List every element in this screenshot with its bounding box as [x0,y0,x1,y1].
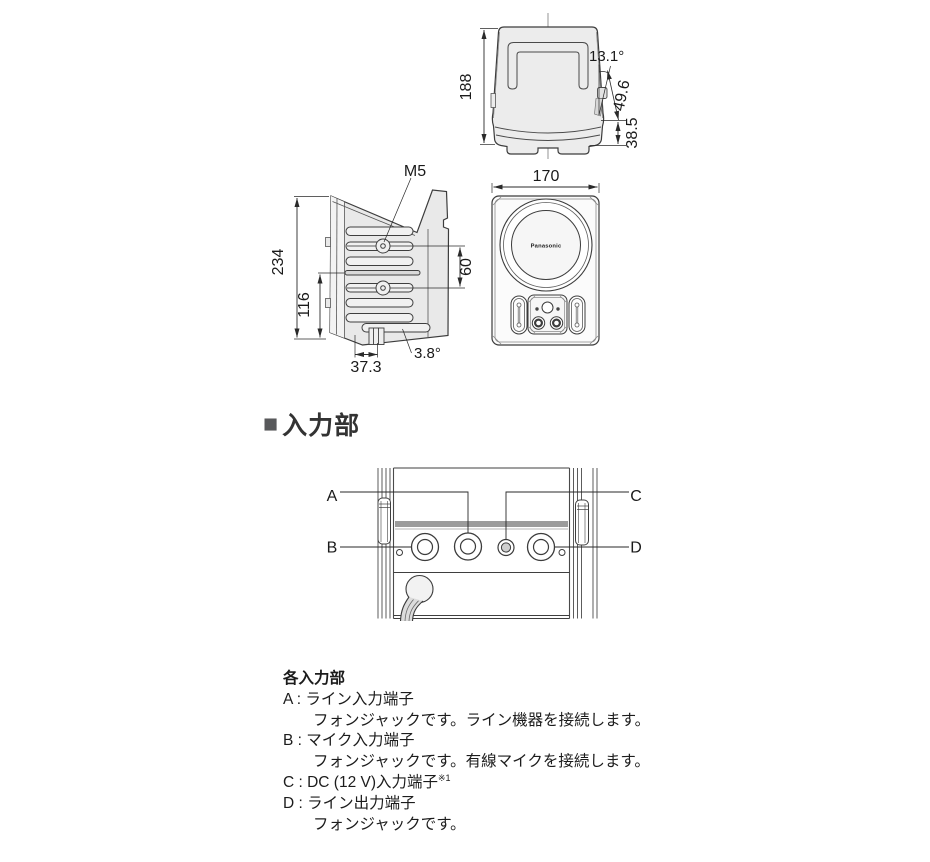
edge-clip [325,298,331,308]
desc-line-d: D : ライン出力端子 [283,794,416,812]
input-panel-drawing: A B C D [327,467,642,622]
bottom-tab [368,327,385,345]
screw-hole [396,549,403,556]
indicator-dot [535,307,539,311]
dim-37-3-lines [354,335,378,358]
dim-13-1: 13.1° [589,48,624,65]
dim-188-lines [480,28,498,145]
m5-screws [375,238,391,296]
m5-leader [383,177,412,243]
corner-chamfers [492,196,599,345]
jack-d [526,532,556,562]
footnote-ref: ※1 [438,772,451,783]
leader-lines [340,491,629,548]
rail-clips [377,497,589,546]
section-title: 入力部 [282,412,361,440]
dim-49-6: 49.6 [611,78,634,112]
dim-116: 116 [296,292,313,318]
panel-edges [393,467,570,620]
input-descriptions: 各入力部 A : ライン入力端子 フォンジャックです。ライン機器を接続します。 … [283,669,713,835]
top-view-drawing: 188 13.1° 49.6 38.5 [458,13,641,159]
angle-3-8-leader [402,328,412,354]
port-left [510,295,528,335]
dim-38-5: 38.5 [624,117,641,148]
left-rail [377,468,395,619]
label-jack-c: C [630,488,642,505]
brand-logo: Panasonic [531,244,562,250]
front-baffle [330,196,345,338]
panel-gray-bar [395,521,568,527]
label-jack-a: A [327,488,338,505]
dim-38-5-lines [589,120,626,146]
bracket-top [507,42,589,90]
power-cable [399,574,434,622]
side-tab [490,93,496,108]
dim-60: 60 [458,258,475,276]
dim-188: 188 [458,74,475,101]
section-marker-icon: ■ [263,409,280,438]
cooling-fins [344,226,431,333]
section-header: ■ 入力部 [263,406,360,442]
jack-a [453,532,483,561]
control-panel [527,294,568,335]
desc-line-a-detail: フォンジャックです。ライン機器を接続します。 [313,711,651,729]
dim-116-lines [317,272,344,338]
jack-b [410,532,440,562]
label-jack-b: B [327,540,338,557]
label-m5: M5 [404,163,426,180]
indicator-dot [556,307,560,311]
dim-170-lines [491,183,600,193]
woofer [499,198,593,292]
edge-clip [325,237,331,247]
desc-title: 各入力部 [283,670,346,687]
dim-3-8: 3.8° [414,345,441,362]
label-jack-d: D [630,540,642,557]
desc-line-b-detail: フォンジャックです。有線マイクを接続します。 [313,753,650,771]
desc-line-c: C : DC (12 V)入力端子※1 [283,772,451,791]
port-right [568,295,586,335]
dim-49-6-line [607,70,619,121]
jack-c [497,538,515,557]
dim-37-3: 37.3 [350,359,381,376]
volume-knob [541,301,554,314]
dim-170: 170 [533,168,560,185]
desc-line-d-detail: フォンジャックです。 [313,815,466,833]
front-view-drawing: 170 Panasonic [491,168,600,346]
side-view-drawing: M5 234 116 60 3.8° 37.3 [270,163,475,376]
screw-ref-lines [347,245,465,289]
desc-line-a: A : ライン入力端子 [283,690,414,708]
dim-234: 234 [270,249,287,276]
dim-234-lines [294,196,329,340]
right-rail [568,468,598,619]
speaker-top-outline [491,26,605,155]
desc-line-b: B : マイク入力端子 [283,732,415,750]
screw-hole [558,549,566,556]
front-edge-arcs [494,126,602,141]
